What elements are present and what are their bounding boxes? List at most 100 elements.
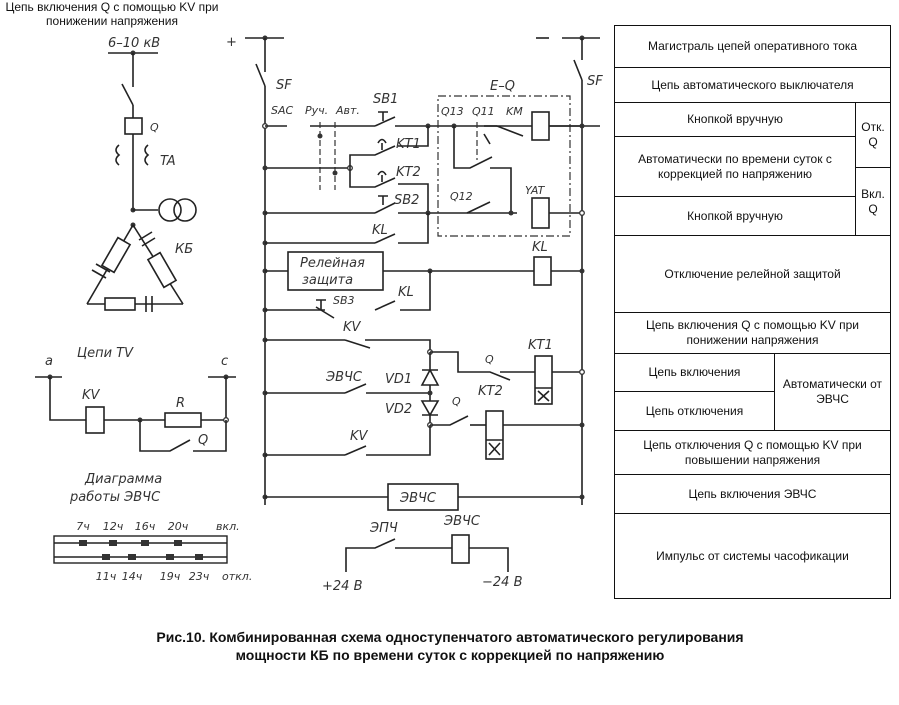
power-circuit: 6–10 кВ Q TA (86, 36, 197, 312)
fuse-right (146, 251, 178, 289)
legend-off-q: Отк. Q (855, 102, 891, 168)
off-time-mark (166, 554, 174, 560)
plus24-label: +24 В (322, 579, 363, 594)
wire (398, 213, 429, 244)
kt2-delay-label: KT2 (478, 384, 503, 399)
on-time-label: 16ч (135, 520, 156, 533)
relay-protection-box (287, 251, 384, 291)
ct-coil-left (115, 144, 121, 166)
diagram-title-1: Диаграмма (84, 472, 162, 487)
evchs-box-label: ЭВЧС (399, 491, 437, 506)
sb1-contact (374, 116, 396, 127)
sb2-contact (374, 202, 396, 214)
q-contact-2 (430, 415, 469, 426)
node (579, 422, 585, 428)
vt-winding-1 (158, 198, 182, 222)
evchs-coil-label: ЭВЧС (443, 514, 481, 529)
legend-table: Магистраль цепей оперативного тока Цепь … (614, 25, 891, 599)
legend-row-kv-overvoltage: Цепь отключения Q с помощью KV при повыш… (614, 430, 891, 475)
sf-right-switch (573, 59, 583, 81)
resistor-r (164, 412, 202, 428)
sf-left-label: SF (276, 78, 292, 93)
q-contact-label: Q (198, 433, 208, 448)
kv-label: KV (82, 388, 101, 403)
legend-row-evchs-on: Цепь включения ЭВЧС (614, 474, 891, 514)
capacitor-bank-label: КБ (175, 242, 193, 257)
evchs-coil (451, 534, 470, 564)
top-title: Цепь включения Q с помощью KV при пониже… (5, 0, 219, 28)
on-time-mark (174, 540, 182, 546)
on-label: вкл. (216, 520, 240, 533)
legend-row-kv-undervoltage: Цепь включения Q с помощью KV при пониже… (614, 312, 891, 354)
kt1-contact (349, 145, 396, 168)
capacitor-bottom (145, 296, 153, 312)
wire (365, 339, 431, 352)
km-label: KM (506, 105, 523, 118)
kv-relay (85, 406, 105, 434)
control-circuit: + SF SF SAC Руч. Авт. SB1 (226, 35, 603, 594)
disconnector (121, 83, 134, 106)
sb1-button-icon (378, 111, 388, 121)
kl-contact-1-label: KL (372, 223, 388, 238)
legend-row-auto-time: Автоматически по времени суток с коррекц… (614, 136, 856, 197)
off-time-label: 19ч (160, 570, 181, 583)
eq-label: E–Q (490, 79, 515, 94)
wire (469, 547, 509, 572)
sf-left-switch (255, 63, 266, 87)
off-time-mark (128, 554, 136, 560)
phase-a-label: a (45, 354, 53, 369)
breaker-label: Q (150, 121, 159, 134)
wire (398, 126, 429, 147)
sb3-label: SB3 (333, 294, 355, 307)
q11-label: Q11 (472, 105, 495, 118)
wire (366, 425, 431, 456)
on-time-label: 20ч (168, 520, 189, 533)
kl-contact-2 (374, 300, 396, 311)
wire (398, 183, 429, 213)
fuse-bottom (104, 297, 136, 311)
sf-right-label: SF (587, 74, 603, 89)
plus-label: + (226, 35, 237, 50)
fuse-left (100, 236, 132, 274)
kt2-delay-mark-icon (488, 442, 501, 456)
q-contact-1-label: Q (485, 353, 494, 366)
capacitor-right (138, 231, 156, 247)
kv-contact-2-label: KV (350, 429, 369, 444)
kl-contact-1 (374, 233, 396, 244)
eq-unit-frame (437, 95, 571, 237)
node (262, 165, 268, 171)
epch-contact (345, 538, 396, 572)
wire (201, 377, 227, 421)
kv-contact-2 (344, 445, 367, 456)
vt-winding-2 (173, 198, 197, 222)
sb2-label: SB2 (394, 193, 419, 208)
legend-row-breaker-circuit: Цепь автоматического выключателя (614, 67, 891, 103)
kt2-coil (485, 410, 504, 460)
wire (400, 271, 431, 311)
minus24-label: −24 В (482, 575, 523, 590)
wire (193, 420, 227, 452)
kt2-delay-icon (377, 170, 387, 182)
epch-label: ЭПЧ (369, 521, 398, 536)
vd2-diode-icon (420, 400, 440, 417)
kl-contact-2-label: KL (398, 285, 414, 300)
node (579, 123, 585, 129)
node (317, 133, 323, 139)
off-time-label: 11ч (96, 570, 117, 583)
diagram-title-2: работы ЭВЧС (69, 490, 161, 505)
q12-label: Q12 (450, 190, 473, 203)
on-time-mark (109, 540, 117, 546)
kt1-delay-icon (377, 138, 387, 150)
relay-protection-line2: защита (302, 273, 353, 288)
vd1-label: VD1 (385, 372, 412, 387)
off-time-mark (102, 554, 110, 560)
kv-contact-1 (344, 339, 371, 349)
wire (490, 167, 512, 213)
q13-label: Q13 (441, 105, 464, 118)
kt1-coil-label: KT1 (528, 338, 553, 353)
sb3-button-icon (316, 299, 326, 310)
evchs-contact-label: ЭВЧС (325, 370, 363, 385)
sb3-contact (315, 306, 335, 319)
yat-label: YAT (525, 184, 546, 197)
